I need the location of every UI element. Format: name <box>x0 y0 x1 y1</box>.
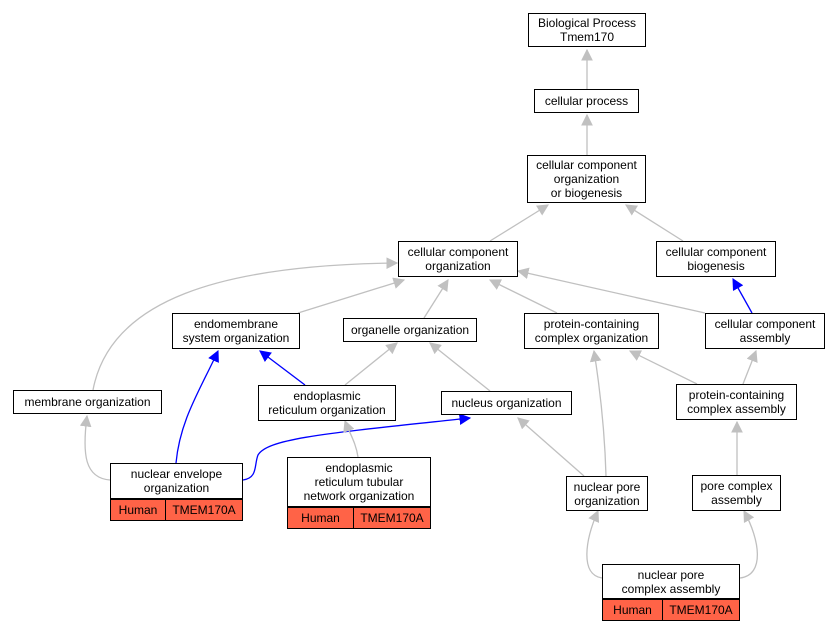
annotation-species: Human <box>603 600 663 620</box>
edge-npo-to-no <box>517 417 585 477</box>
node-label-line: endoplasmic <box>293 389 361 403</box>
node-label-line: complex assembly <box>621 581 721 596</box>
node-cellular-component-organization[interactable]: cellular component organization <box>398 241 518 277</box>
node-label-line: biogenesis <box>687 259 745 273</box>
node-label-line: Tmem170 <box>559 30 615 44</box>
node-label-line: assembly <box>739 331 791 345</box>
node-label-line: nuclear pore <box>573 479 641 494</box>
annotation-gene: TMEM170A <box>360 511 424 525</box>
node-label-line: endoplasmic <box>325 461 393 475</box>
node-cellular-component-organization-or-biogenesis[interactable]: cellular component organization or bioge… <box>527 155 646 203</box>
edge-neo-to-no <box>242 413 472 481</box>
edge-npca-to-pcpa <box>739 509 759 579</box>
annotation-gene: TMEM170A <box>669 603 733 617</box>
edge-ccb-to-ccob <box>625 204 684 242</box>
node-label-line: Biological Process <box>537 16 637 30</box>
edge-cca-to-cco <box>516 267 706 314</box>
node-label-line: cellular component <box>714 317 816 331</box>
node-cellular-component-biogenesis[interactable]: cellular component biogenesis <box>656 241 776 277</box>
node-label-line: or biogenesis <box>550 186 623 200</box>
node-label-line: nuclear envelope <box>130 467 223 481</box>
node-endoplasmic-reticulum-organization[interactable]: endoplasmic reticulum organization <box>258 385 396 421</box>
annotation-endoplasmic-reticulum-tubular-network-organization[interactable]: Human TMEM170A <box>287 507 431 529</box>
edge-neo-to-mo <box>79 414 111 481</box>
node-nuclear-envelope-organization[interactable]: nuclear envelope organization <box>110 463 243 499</box>
annotation-species: Human <box>288 508 354 528</box>
annotation-gene: TMEM170A <box>172 503 236 517</box>
node-label-line: system organization <box>182 331 290 345</box>
node-label-line: protein-containing <box>543 317 640 331</box>
node-label-line: organelle organization <box>350 323 470 337</box>
edge-ero-to-eso <box>259 350 306 386</box>
edge-cco-to-ccob <box>489 204 549 242</box>
node-label-line: organization <box>574 493 640 508</box>
edge-oo-to-cco <box>423 279 449 319</box>
node-label-line: pore complex <box>700 479 773 493</box>
annotation-species: Human <box>111 500 166 520</box>
node-label-line: organization <box>143 481 210 495</box>
node-cellular-process[interactable]: cellular process <box>534 89 639 113</box>
node-label-line: reticulum organization <box>268 403 386 417</box>
edge-cca-to-ccb <box>732 277 753 314</box>
node-label-line: complex assembly <box>687 402 786 416</box>
node-label-line: nucleus organization <box>451 396 562 410</box>
node-nuclear-pore-organization[interactable]: nuclear pore organization <box>566 476 648 511</box>
node-label-line: membrane organization <box>24 395 151 409</box>
node-label-line: reticulum tubular <box>314 475 404 489</box>
node-protein-containing-complex-assembly[interactable]: protein-containing complex assembly <box>676 384 797 420</box>
edge-npca-to-npo <box>586 509 603 579</box>
node-nuclear-pore-complex-assembly[interactable]: nuclear pore complex assembly <box>602 564 740 599</box>
node-pore-complex-assembly[interactable]: pore complex assembly <box>692 475 781 511</box>
node-label-line: nuclear pore <box>637 567 705 582</box>
node-label-line: organization <box>553 172 620 186</box>
node-label-line: organization <box>425 259 491 273</box>
node-label-line: cellular component <box>665 245 767 259</box>
node-protein-containing-complex-organization[interactable]: protein-containing complex organization <box>524 313 659 349</box>
annotation-nuclear-pore-complex-assembly[interactable]: Human TMEM170A <box>602 599 740 621</box>
edge-no-to-oo <box>429 342 491 392</box>
node-endoplasmic-reticulum-tubular-network-organization[interactable]: endoplasmic reticulum tubular network or… <box>287 457 431 507</box>
node-label-line: assembly <box>711 493 762 507</box>
edge-neo-to-eso <box>175 349 219 464</box>
node-biological-process[interactable]: Biological Process Tmem170 <box>528 13 646 47</box>
edge-ero-to-oo <box>344 342 398 386</box>
edge-npo-to-pco <box>589 349 607 477</box>
edge-ertno-to-ero <box>343 419 359 458</box>
node-nucleus-organization[interactable]: nucleus organization <box>441 391 572 415</box>
edge-pco-to-cco <box>488 279 558 314</box>
annotation-nuclear-envelope-organization[interactable]: Human TMEM170A <box>110 499 243 521</box>
node-label-line: complex organization <box>534 331 649 345</box>
edge-eso-to-cco <box>297 277 406 314</box>
node-label-line: network organization <box>303 489 415 503</box>
node-label-line: endomembrane <box>193 317 279 331</box>
node-label-line: cellular component <box>536 158 637 172</box>
node-label-line: protein-containing <box>688 388 785 402</box>
node-endomembrane-system-organization[interactable]: endomembrane system organization <box>172 313 300 349</box>
node-membrane-organization[interactable]: membrane organization <box>13 390 162 414</box>
edge-pca-to-cca <box>742 349 758 385</box>
node-label-line: cellular component <box>407 245 509 259</box>
node-cellular-component-assembly[interactable]: cellular component assembly <box>705 313 825 349</box>
edge-pca-to-pco <box>628 350 698 385</box>
node-label-line: cellular process <box>544 94 629 108</box>
node-organelle-organization[interactable]: organelle organization <box>343 318 477 342</box>
edge-mo-to-cco <box>92 257 399 391</box>
